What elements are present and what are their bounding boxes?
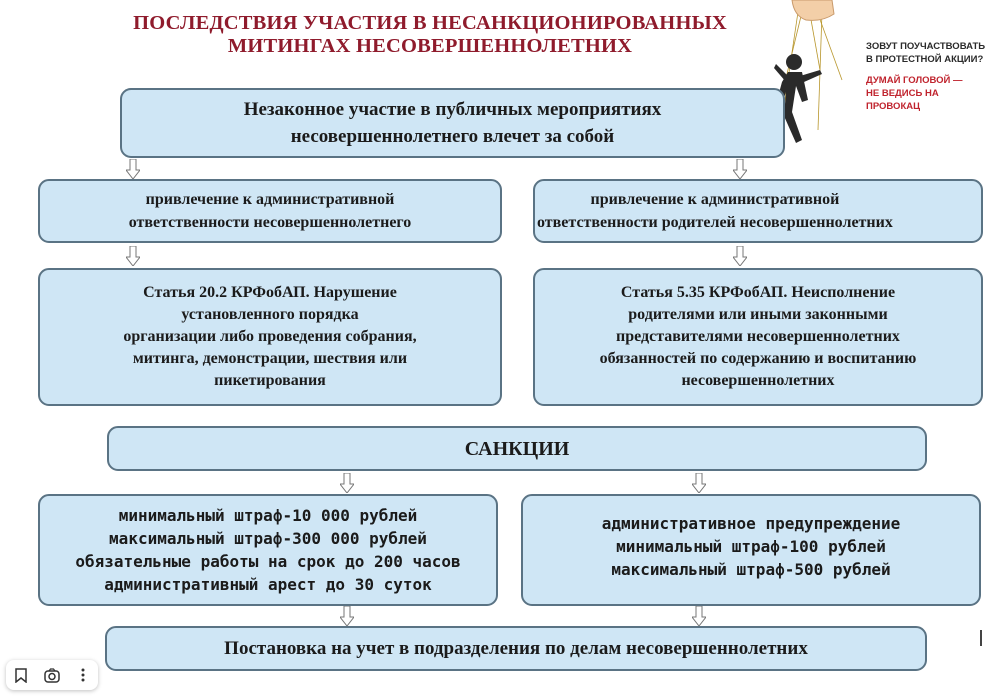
title-line-2: МИТИНГАХ НЕСОВЕРШЕННОЛЕТНИХ <box>227 35 633 57</box>
arrow-down-icon <box>692 606 706 626</box>
title-line-1: ПОСЛЕДСТВИЯ УЧАСТИЯ В НЕСАНКЦИОНИРОВАННЫ… <box>133 12 727 34</box>
bottom-box: Постановка на учет в подразделения по де… <box>105 626 927 671</box>
arrow-down-icon <box>126 246 140 266</box>
left-article-box: Статья 20.2 КРФобАП. Нарушение установле… <box>38 268 502 406</box>
right-article-box: Статья 5.35 КРФобАП. Неисполнение родите… <box>533 268 983 406</box>
bookmark-icon[interactable] <box>10 664 32 686</box>
sanctions-box: САНКЦИИ <box>107 426 927 471</box>
puppet-protester-icon <box>768 0 843 143</box>
arrow-down-icon <box>733 246 747 266</box>
left-responsibility-text: привлечение к административной ответстве… <box>128 191 412 231</box>
left-sanctions-box: минимальный штраф-10 000 рублей максимал… <box>38 494 498 606</box>
scroll-mark <box>980 630 982 646</box>
right-responsibility-box: привлечение к административной ответстве… <box>533 179 983 243</box>
more-icon[interactable] <box>72 664 94 686</box>
right-sanctions-box: административное предупреждение минималь… <box>521 494 981 606</box>
bottom-text: Постановка на учет в подразделения по де… <box>224 637 808 659</box>
main-box: Незаконное участие в публичных мероприят… <box>120 88 785 158</box>
left-article-text: Статья 20.2 КРФобАП. Нарушение установле… <box>123 284 417 389</box>
right-responsibility-text: привлечение к административной ответстве… <box>537 191 893 231</box>
left-sanctions-text: минимальный штраф-10 000 рублей максимал… <box>75 506 461 594</box>
arrow-down-icon <box>692 473 706 493</box>
sanctions-text: САНКЦИИ <box>464 437 570 460</box>
right-article-text: Статья 5.35 КРФобАП. Неисполнение родите… <box>599 284 917 389</box>
left-responsibility-box: привлечение к административной ответстве… <box>38 179 502 243</box>
right-sanctions-text: административное предупреждение минималь… <box>601 514 901 579</box>
arrow-down-icon <box>733 159 747 179</box>
arrow-down-icon <box>340 473 354 493</box>
lens-icon[interactable] <box>41 664 63 686</box>
page-title: ПОСЛЕДСТВИЯ УЧАСТИЯ В НЕСАНКЦИОНИРОВАННЫ… <box>95 12 765 58</box>
arrow-down-icon <box>340 606 354 626</box>
arrow-down-icon <box>126 159 140 179</box>
image-toolbar <box>6 660 98 690</box>
ad-caption: ЗОВУТ ПОУЧАСТВОВАТЬ В ПРОТЕСТНОЙ АКЦИИ? <box>866 41 986 65</box>
main-text: Незаконное участие в публичных мероприят… <box>243 99 662 147</box>
ad-slogan: ДУМАЙ ГОЛОВОЙ — НЕ ВЕДИСЬ НА ПРОВОКАЦ <box>866 75 963 112</box>
